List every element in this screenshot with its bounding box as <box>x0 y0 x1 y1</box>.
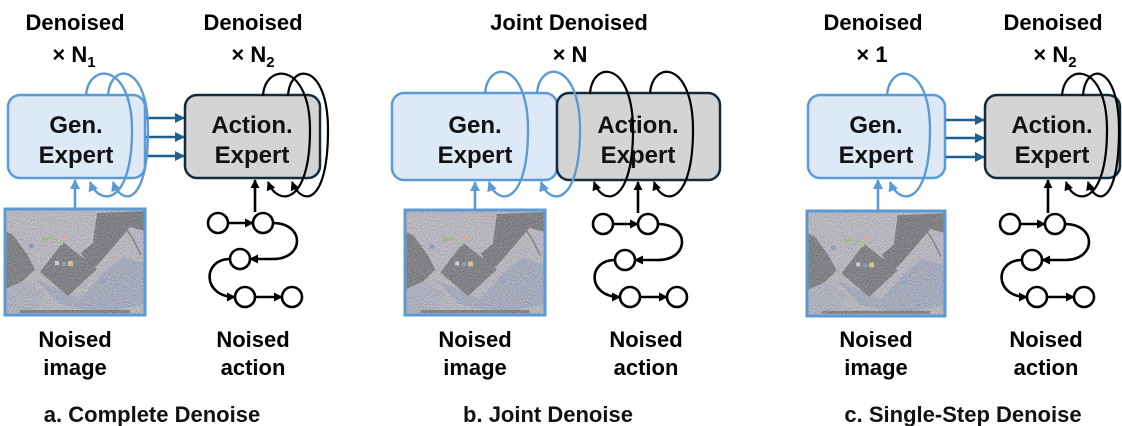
gen-denoise-count: × 1 <box>856 42 887 67</box>
panel-caption: c. Single-Step Denoise <box>844 402 1081 426</box>
gen-expert-label-line2: Expert <box>839 142 914 169</box>
multiplier-text: × 1 <box>856 42 887 67</box>
action-node <box>280 285 304 309</box>
action-node <box>251 211 275 235</box>
noised-image-frame <box>3 207 147 317</box>
noised-image-label-line1: Noised <box>38 327 111 352</box>
panel-single-step-denoise: Denoised × 1 Denoised × N2 Gen. Expert A… <box>805 10 1122 426</box>
gen-expert-label-line1: Gen. <box>849 112 902 139</box>
action-denoise-count: × N2 <box>231 42 274 71</box>
action-node <box>591 212 615 236</box>
action-expert-label-line2: Expert <box>601 142 676 169</box>
sequence-arrow <box>249 221 299 264</box>
multiplier-text: × N <box>553 42 588 67</box>
action-node <box>618 285 642 309</box>
gen-expert-box <box>806 93 947 180</box>
panel-complete-denoise: Denoised × N1 Denoised × N2 Gen. Expert … <box>3 10 330 426</box>
noised-image-thumbnail <box>5 209 145 315</box>
panel-caption: a. Complete Denoise <box>44 402 260 426</box>
action-node <box>665 285 689 309</box>
action-denoise-loop-arrow <box>588 70 635 198</box>
gen-denoise-loop-arrow <box>483 70 530 198</box>
noised-image-frame <box>805 209 947 318</box>
noised-action-sequence-icon <box>591 212 689 309</box>
noised-action-label-line2: action <box>221 355 286 380</box>
multiplier-subscript: 1 <box>87 54 95 71</box>
sequence-arrow <box>1000 258 1028 302</box>
noised-action-sequence-icon <box>206 211 304 309</box>
gen-denoise-label: Denoised <box>25 10 124 35</box>
action-denoise-loop-arrow <box>286 72 330 198</box>
gen-expert-label-line2: Expert <box>438 142 513 169</box>
noised-image-label-line2: image <box>43 355 107 380</box>
noised-action-sequence-icon <box>998 212 1096 309</box>
multiplier-text: × N <box>52 42 87 67</box>
action-node <box>636 212 660 236</box>
action-denoise-loop-arrow <box>1060 72 1109 198</box>
action-denoise-label: Denoised <box>203 10 302 35</box>
action-denoise-loop-arrow <box>1081 72 1121 198</box>
gen-expert-label-line1: Gen. <box>448 112 501 139</box>
action-node <box>233 285 257 309</box>
gen-denoise-label: Denoised <box>823 10 922 35</box>
noised-image-frame <box>403 208 547 317</box>
gen-expert-label-line2: Expert <box>39 142 114 169</box>
action-denoise-loop-arrow <box>648 70 695 198</box>
noised-image-label-line2: image <box>443 355 507 380</box>
action-node <box>206 211 230 235</box>
noised-image-label-line1: Noised <box>438 327 511 352</box>
noised-action-label-line2: action <box>1014 355 1079 380</box>
noised-image-thumbnail <box>807 211 945 315</box>
action-expert-box <box>183 93 322 180</box>
multiplier-text: × N <box>231 42 266 67</box>
action-node <box>998 212 1022 236</box>
panel-joint-denoise: Joint Denoised × N Gen. Expert Action. E… <box>390 10 722 426</box>
action-node <box>613 248 637 272</box>
multiplier-subscript: 2 <box>266 54 274 71</box>
gen-denoise-count: × N1 <box>52 42 95 71</box>
action-expert-label-line1: Action. <box>1011 112 1092 139</box>
action-expert-box <box>555 91 722 182</box>
noised-action-label-line1: Noised <box>609 327 682 352</box>
action-node <box>1072 285 1096 309</box>
action-node <box>228 247 252 271</box>
sequence-arrow <box>208 257 236 302</box>
action-node <box>1020 248 1044 272</box>
noised-action-label-line1: Noised <box>216 327 289 352</box>
noised-image-thumbnail <box>406 210 545 315</box>
joint-denoise-count: × N <box>553 42 588 67</box>
gen-denoise-loop-arrow <box>885 72 932 198</box>
gen-expert-box <box>6 93 147 180</box>
noised-image-label-line2: image <box>844 355 908 380</box>
multiplier-subscript: 2 <box>1068 54 1076 71</box>
gen-denoise-loop-arrow <box>535 70 582 198</box>
action-expert-label-line1: Action. <box>211 112 292 139</box>
noised-action-label-line2: action <box>614 355 679 380</box>
noised-image-label-line1: Noised <box>839 327 912 352</box>
noised-action-label-line1: Noised <box>1009 327 1082 352</box>
action-node <box>1025 285 1049 309</box>
action-expert-label-line2: Expert <box>215 142 290 169</box>
action-expert-label-line1: Action. <box>597 112 678 139</box>
panel-caption: b. Joint Denoise <box>463 402 633 426</box>
joint-denoise-label: Joint Denoised <box>490 10 648 35</box>
sequence-arrow <box>593 258 621 302</box>
action-denoise-label: Denoised <box>1003 10 1102 35</box>
gen-denoise-loop-arrow <box>106 72 150 198</box>
action-denoise-count: × N2 <box>1033 42 1076 71</box>
action-node <box>1043 212 1067 236</box>
action-denoise-loop-arrow <box>261 72 312 198</box>
gen-denoise-loop-arrow <box>84 72 134 198</box>
sequence-arrow <box>634 222 684 265</box>
sequence-arrow <box>1041 222 1091 265</box>
action-expert-label-line2: Expert <box>1015 142 1090 169</box>
multiplier-text: × N <box>1033 42 1068 67</box>
gen-expert-label-line1: Gen. <box>49 112 102 139</box>
